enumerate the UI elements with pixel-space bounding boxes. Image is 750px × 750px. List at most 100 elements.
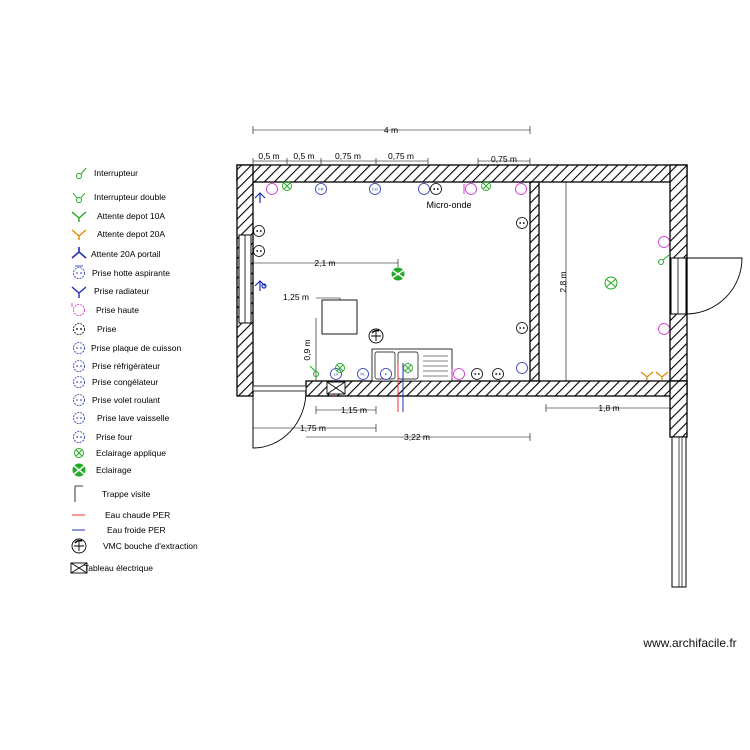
legend-item: Eclairage	[72, 463, 132, 477]
legend-label: Prise hotte aspirante	[92, 268, 170, 278]
eclairage-applique-icon	[74, 448, 84, 458]
door-bottom-swing	[252, 390, 307, 449]
wall-top	[236, 164, 688, 183]
code-f: F	[385, 372, 388, 377]
legend-label: Eau chaude PER	[105, 510, 170, 520]
legend-label: Eau froide PER	[107, 525, 166, 535]
dim-island-depth: 0,9 m	[302, 339, 312, 360]
legend-item: Attente depot 20A	[71, 229, 165, 240]
legend-item: Prise haute	[71, 303, 139, 316]
legend-item: Attente depot 10A	[71, 211, 165, 222]
legend-item: Tableau électrique	[70, 562, 153, 574]
prise-hotte-icon	[73, 265, 85, 279]
legend-label: Prise réfrigérateur	[92, 361, 160, 371]
attente-20a-icon	[71, 229, 87, 240]
legend-label: Prise congélateur	[92, 377, 158, 387]
ceiling-light-room	[604, 276, 618, 290]
legend-label: Tableau électrique	[84, 563, 153, 573]
legend-label: Prise plaque de cuisson	[91, 343, 182, 353]
interrupteur-icon	[76, 167, 87, 179]
dim-top-3: 0,75 m	[335, 151, 361, 161]
legend-label: Attente 20A portail	[91, 249, 161, 259]
vmc-extraction	[368, 328, 384, 344]
coded-sockets	[315, 183, 528, 380]
legend-item: Prise plaque de cuisson	[73, 342, 182, 354]
prise-plaque-icon	[73, 342, 85, 354]
legend-label: Attente depot 10A	[97, 211, 165, 221]
legend-item: Trappe visite	[74, 485, 151, 502]
plan-symbols: FR CG LV PL F	[253, 181, 670, 380]
trappe-visite-icon	[74, 485, 83, 502]
dim-bottom-right: 1,8 m	[598, 403, 619, 413]
legend-item: Prise radiateur	[71, 286, 149, 298]
prise-four-icon	[73, 431, 85, 443]
eclairage-icon	[72, 463, 86, 477]
legend-item: Interrupteur double	[72, 192, 166, 203]
dim-top-4: 0,75 m	[388, 151, 414, 161]
prise-haute-icon	[71, 303, 85, 316]
dim-overall: 4 m	[384, 125, 398, 135]
code-cg: CG	[372, 187, 378, 192]
legend-item: Eau froide PER	[72, 525, 166, 535]
tableau-electrique-icon	[70, 562, 88, 574]
dimension-lines	[252, 126, 670, 441]
legend-label: Eclairage applique	[96, 448, 166, 458]
legend-item: Attente 20A portail	[71, 247, 161, 259]
legend-label: Eclairage	[96, 465, 132, 475]
prise-refrigerateur-icon	[73, 360, 85, 372]
sink-basin-right	[397, 351, 419, 380]
legend-label: Trappe visite	[102, 489, 151, 499]
fixtures: Micro-onde	[321, 200, 472, 412]
dim-top-2: 0,5 m	[293, 151, 314, 161]
attente-20a-portail-icon	[71, 247, 87, 259]
vmc-icon	[71, 538, 87, 554]
legend-item: Eau chaude PER	[72, 510, 170, 520]
wall-partition	[529, 181, 540, 382]
legend-item: Prise réfrigérateur	[73, 360, 160, 372]
prise-volet-icon	[73, 394, 85, 406]
legend-item: Prise volet roulant	[73, 394, 161, 406]
attente-outlets	[640, 371, 669, 380]
kitchen-island	[321, 299, 358, 335]
legend-label: Prise four	[96, 432, 133, 442]
legend-item: VMC bouche d'extraction	[71, 538, 198, 554]
prise-lave-vaisselle-icon	[73, 412, 85, 424]
dim-island-width: 1,25 m	[283, 292, 309, 302]
code-pl: PL	[361, 372, 367, 377]
dim-bottom-door: 1,75 m	[300, 423, 326, 433]
legend-label: Prise haute	[96, 305, 139, 315]
attente-10a-icon	[71, 211, 87, 222]
legend-item: Prise congélateur	[73, 376, 158, 388]
door-bottom-threshold	[252, 385, 307, 392]
legend-item: Prise lave vaisselle	[73, 412, 170, 424]
legend-item: Prise hotte aspirante	[73, 265, 170, 279]
dim-top-5: 0,75 m	[491, 154, 517, 164]
code-fr: FR	[318, 187, 323, 192]
label-micro-onde: Micro-onde	[426, 200, 471, 210]
doors	[252, 257, 743, 449]
legend-label: Interrupteur double	[94, 192, 166, 202]
code-lv: LV	[334, 372, 339, 377]
wall-lights	[282, 181, 491, 373]
ceiling-light-kitchen	[391, 267, 405, 281]
legend-label: VMC bouche d'extraction	[103, 541, 198, 551]
legend-label: Prise volet roulant	[92, 395, 161, 405]
prise-radiateur-icon	[71, 286, 87, 298]
prise-icon	[73, 323, 85, 335]
legend-item: Eclairage applique	[74, 448, 166, 458]
legend-item: Prise four	[73, 431, 133, 443]
legend-label: Prise	[97, 324, 117, 334]
legend-item: Prise	[73, 323, 117, 335]
legend-label: Prise radiateur	[94, 286, 149, 296]
prise-congelateur-icon	[73, 376, 85, 388]
high-sockets	[266, 183, 670, 380]
dim-bottom-left: 1,15 m	[341, 405, 367, 415]
watermark: www.archifacile.fr	[642, 636, 736, 650]
dim-height: 2,8 m	[558, 271, 568, 292]
dim-inner-width: 2,1 m	[314, 258, 335, 268]
wall-right-extension	[669, 380, 688, 438]
dim-bottom-total: 3,22 m	[404, 432, 430, 442]
wall-bottom	[305, 380, 688, 397]
